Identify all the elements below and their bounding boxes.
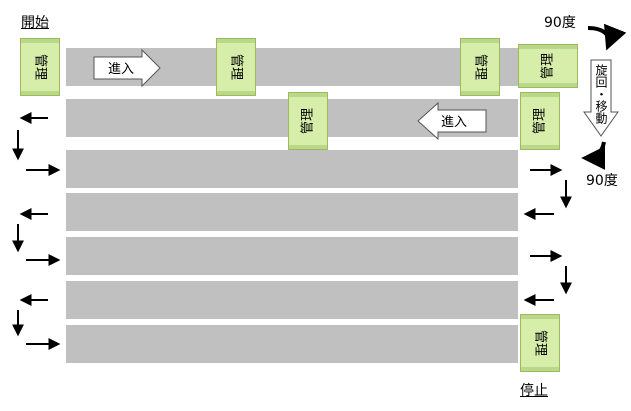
curved-arrow-bottom (581, 141, 606, 170)
deg-bottom-label: 90度 (586, 173, 618, 189)
advance-left-arrow: 進入 (417, 101, 487, 141)
tag-row1-mid: 管理 (216, 38, 256, 96)
rotate-move-arrow (583, 59, 619, 137)
lane-6 (66, 281, 518, 319)
lane-3 (66, 150, 518, 188)
advance-right-arrow: 進入 (93, 48, 161, 88)
curved-arrow-top (587, 23, 627, 51)
tag-row2-right: 管理 (520, 92, 560, 150)
lane-7 (66, 325, 518, 363)
tag-row1-right: 管理 (460, 38, 500, 96)
lane-5 (66, 237, 518, 275)
tag-rotated-top: 管理 (518, 44, 578, 88)
tag-row2-mid: 管理 (288, 92, 328, 150)
tag-stop: 管理 (520, 314, 560, 372)
advance-right-text: 進入 (108, 62, 134, 77)
tag-start: 管理 (20, 38, 60, 96)
stop-label: 停止 (520, 383, 548, 399)
lane-4 (66, 193, 518, 231)
start-label: 開始 (21, 15, 49, 31)
rotate-move-text: 旋回・移動 (594, 64, 608, 124)
deg-top-label: 90度 (544, 15, 576, 31)
advance-left-text: 進入 (441, 115, 467, 130)
